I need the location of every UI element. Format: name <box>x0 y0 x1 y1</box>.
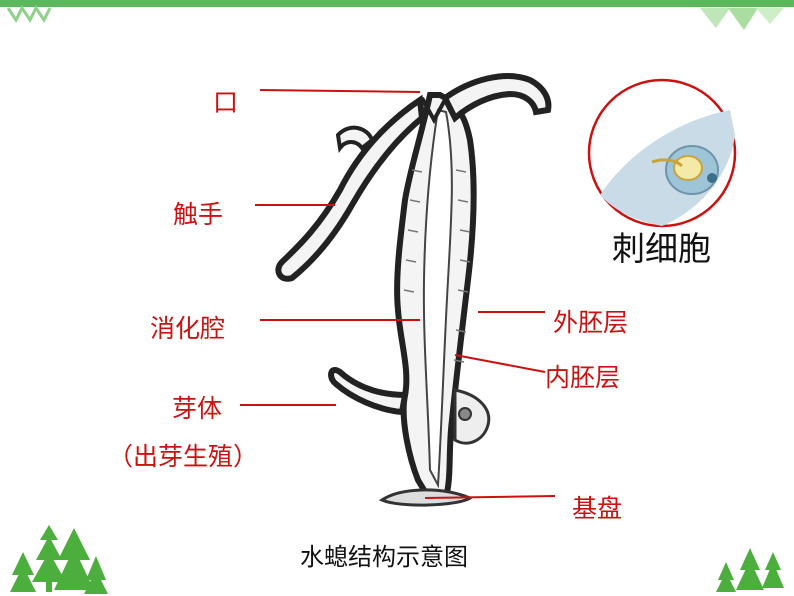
leader-mouth <box>260 90 420 92</box>
label-tentacle: 触手 <box>173 200 223 230</box>
pine-trees-icon-right <box>716 548 784 592</box>
label-basal-disc: 基盘 <box>572 494 622 524</box>
leaf-icon <box>700 8 784 30</box>
diagram-caption: 水螅结构示意图 <box>300 542 468 572</box>
label-budding: （出芽生殖） <box>108 442 258 472</box>
label-ectoderm: 外胚层 <box>553 308 628 338</box>
nematocyst-cell-icon <box>589 80 735 226</box>
pine-trees-icon <box>10 525 108 594</box>
leader-endoderm <box>455 355 545 372</box>
inset-title: 刺细胞 <box>612 229 711 269</box>
hydra-body <box>278 76 548 505</box>
label-digestive-cavity: 消化腔 <box>150 314 225 344</box>
label-bud: 芽体 <box>172 394 222 424</box>
grass-icon <box>8 8 50 20</box>
label-endoderm: 内胚层 <box>545 363 620 393</box>
label-mouth: 口 <box>213 88 238 118</box>
